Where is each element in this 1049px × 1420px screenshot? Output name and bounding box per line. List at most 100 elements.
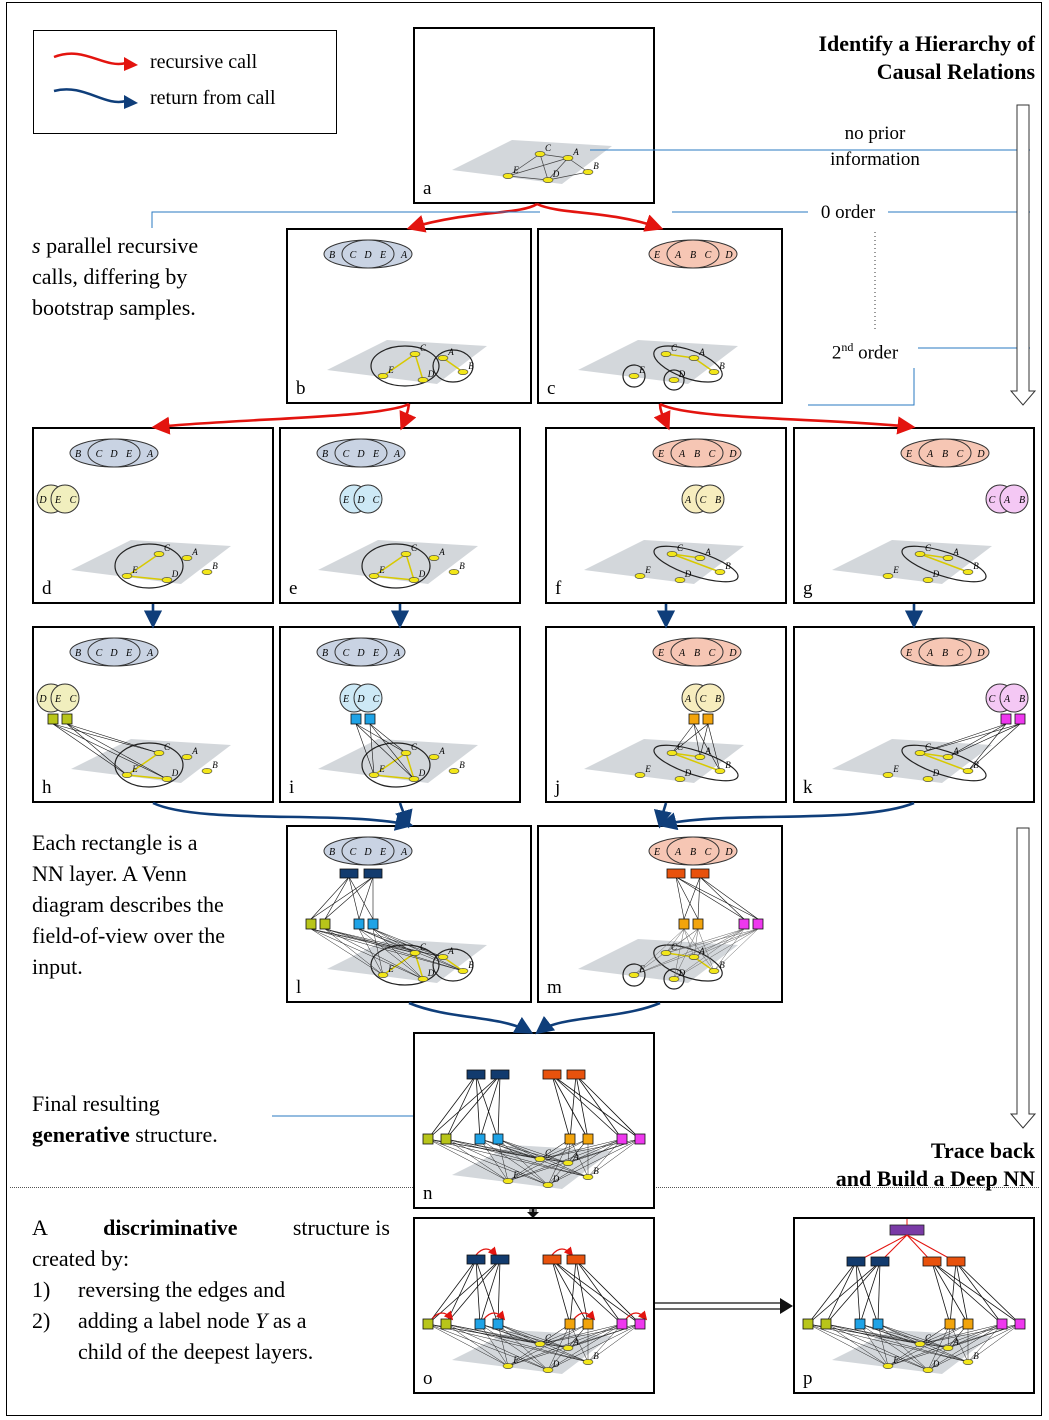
input-label-A: A xyxy=(572,1152,579,1162)
input-label-C: C xyxy=(411,742,418,752)
input-label-E: E xyxy=(512,1170,519,1180)
venn-node-A: A xyxy=(674,847,682,858)
second-order-base: 2 xyxy=(831,342,842,364)
input-node-B xyxy=(708,369,720,375)
input-node-C xyxy=(660,351,672,357)
input-label-E: E xyxy=(387,365,394,375)
venn-node-E: E xyxy=(372,449,379,460)
input-label-E: E xyxy=(638,365,645,375)
input-plane xyxy=(452,1330,612,1374)
venn-node-A: A xyxy=(678,449,686,460)
input-node-E xyxy=(377,373,389,379)
nn-line2: NN layer. A Venn xyxy=(32,861,187,886)
layer-unit xyxy=(702,713,714,725)
input-node-C xyxy=(914,551,926,557)
input-node-C xyxy=(409,351,421,357)
recursive-call-arrow-icon xyxy=(53,52,127,66)
venn-node-A: A xyxy=(146,449,154,460)
input-node-C xyxy=(534,1341,546,1347)
input-label-C: C xyxy=(545,143,552,153)
input-node-C xyxy=(666,551,678,557)
layer-unit-sub-3 xyxy=(752,918,764,930)
venn-node-D: D xyxy=(363,847,372,858)
venn-node-C: C xyxy=(957,449,964,460)
input-node-B xyxy=(201,569,213,575)
input-node-A xyxy=(942,1345,954,1351)
disc-step2a: adding a label node xyxy=(78,1308,256,1333)
venn-node-C: C xyxy=(989,495,996,506)
input-node-D xyxy=(417,976,429,982)
layer-unit-mid-0 xyxy=(422,1133,434,1145)
venn-node-D: D xyxy=(728,449,737,460)
input-label-D: D xyxy=(684,768,692,778)
layer-unit-mid-3 xyxy=(492,1133,504,1145)
layer-unit-mid-1 xyxy=(440,1318,452,1330)
input-label-B: B xyxy=(212,561,218,571)
input-label-B: B xyxy=(468,361,474,371)
venn-node-D: D xyxy=(976,648,985,659)
input-plane xyxy=(832,1330,992,1374)
input-label-E: E xyxy=(644,565,651,575)
input-label-C: C xyxy=(925,742,932,752)
venn-node-E: E xyxy=(653,847,660,858)
input-label-D: D xyxy=(932,768,940,778)
reverse-arrow-icon xyxy=(475,1246,498,1257)
input-node-A xyxy=(688,954,700,960)
layer-unit-top-0 xyxy=(466,1254,486,1265)
venn-node-C: C xyxy=(700,495,707,506)
panel-label-n: n xyxy=(423,1183,433,1204)
input-plane xyxy=(318,739,478,783)
panel-label-i: i xyxy=(289,777,295,798)
disc-step1-num: 1) xyxy=(32,1277,51,1302)
input-node-E xyxy=(634,772,646,778)
input-node-A xyxy=(942,754,954,760)
venn-node-C: C xyxy=(350,847,357,858)
input-node-D xyxy=(922,1367,934,1373)
final-line1: Final resulting xyxy=(32,1091,160,1116)
title-top-line2: Causal Relations xyxy=(876,59,1035,84)
layer-unit-sub-1 xyxy=(319,918,331,930)
input-node-D xyxy=(922,577,934,583)
disc-step2: 2)adding a label node Y as a xyxy=(32,1305,390,1336)
layer-unit-mid-4 xyxy=(564,1318,576,1330)
venn-node-B: B xyxy=(690,847,696,858)
venn-node-B: B xyxy=(322,449,328,460)
input-label-B: B xyxy=(212,760,218,770)
input-node-D xyxy=(417,377,429,383)
venn-node-C: C xyxy=(343,449,350,460)
title-top-line1: Identify a Hierarchy of xyxy=(818,31,1035,56)
venn-node-E: E xyxy=(657,648,664,659)
input-node-E xyxy=(628,972,640,978)
venn-node-B: B xyxy=(1019,694,1025,705)
final-line2: generative structure. xyxy=(32,1119,218,1150)
reverse-arrow-icon xyxy=(573,1310,596,1321)
parallel-s: s xyxy=(32,233,41,258)
final-rest: structure. xyxy=(129,1122,218,1147)
title-bottom: Trace back and Build a Deep NN xyxy=(735,1137,1035,1193)
return-arrowhead-icon xyxy=(124,95,138,109)
layer-unit-top-2 xyxy=(542,1069,562,1080)
no-prior-line1: no prior xyxy=(844,123,906,144)
layer-unit-mid-1 xyxy=(440,1133,452,1145)
layer-unit-top-3 xyxy=(946,1256,966,1267)
venn-node-C: C xyxy=(709,648,716,659)
input-label-D: D xyxy=(427,369,435,379)
input-label-E: E xyxy=(892,565,899,575)
input-node-D xyxy=(542,1182,554,1188)
input-label-C: C xyxy=(671,343,678,353)
venn-node-C: C xyxy=(709,449,716,460)
venn-node-E: E xyxy=(379,250,386,261)
input-label-B: B xyxy=(725,760,731,770)
layer-unit-mid-7 xyxy=(1014,1318,1026,1330)
layer-unit-mid-0 xyxy=(802,1318,814,1330)
input-node-A xyxy=(181,555,193,561)
input-label-C: C xyxy=(164,742,171,752)
layer-unit-top-1 xyxy=(490,1069,510,1080)
input-node-C xyxy=(914,750,926,756)
